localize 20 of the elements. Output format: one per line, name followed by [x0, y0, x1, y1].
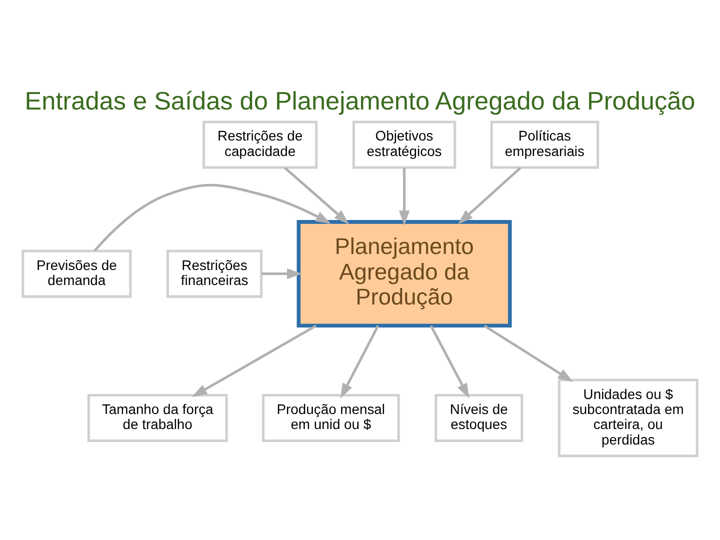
node-box: Planejamento Agregado da Produção	[296, 220, 512, 328]
arrow	[94, 184, 331, 252]
arrow	[192, 324, 317, 398]
node-box: Níveis de estoques	[434, 394, 524, 442]
node-box: Restrições financeiras	[166, 250, 263, 298]
node-box: Unidades ou $ subcontratada em carteira, ou perdidas	[558, 378, 698, 458]
node-box: Políticas empresariais	[490, 120, 600, 169]
arrow	[484, 324, 574, 382]
arrow	[458, 166, 522, 224]
node-box: Restrições de capacidade	[202, 120, 318, 169]
node-box: Produção mensal em unid ou $	[262, 394, 400, 442]
arrow	[398, 168, 410, 226]
node-box: Objetivos estratégicos	[352, 120, 456, 169]
arrow	[430, 325, 470, 399]
diagram-title: Entradas e Saídas do Planejamento Agregado da Produção	[24, 87, 696, 116]
node-box: Previsões de demanda	[22, 250, 132, 298]
arrow	[262, 268, 302, 280]
node-box: Tamanho da força de trabalho	[87, 394, 228, 442]
arrow	[284, 166, 350, 224]
arrow	[340, 325, 380, 399]
